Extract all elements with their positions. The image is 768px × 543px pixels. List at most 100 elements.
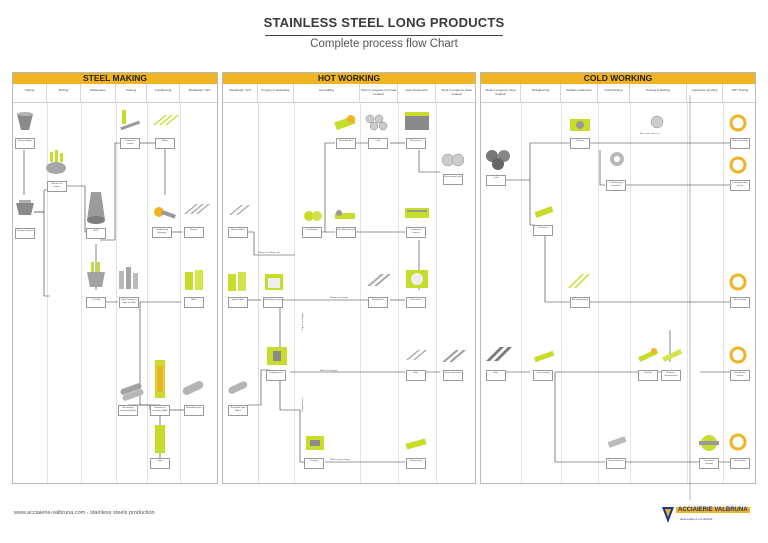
process-box: Coils — [486, 175, 506, 186]
process-box: Pickling — [570, 138, 590, 149]
ndt-ground-icon — [729, 346, 747, 364]
process-box: Forged bars — [368, 297, 388, 308]
footer-url: www.acciaierie-valbruna.com - stainless … — [14, 510, 155, 516]
column-header: Metallurgic Yard — [180, 84, 219, 103]
process-box: Wire rod testing — [730, 138, 750, 149]
process-box: Billets — [155, 138, 175, 149]
forging-icon — [306, 436, 324, 450]
process-box: Hammering — [406, 458, 426, 469]
hot-rolling-icon — [304, 211, 322, 221]
note-label: Blooms for forging — [330, 297, 348, 299]
rolling-mill-icon — [334, 115, 356, 131]
column-header: Charge — [13, 84, 47, 103]
process-box: Billets — [184, 297, 204, 308]
note-label: Wire coils - Bars cut — [640, 133, 660, 135]
ingot-icon — [155, 425, 165, 453]
process-box: Conditioning (grinding) — [152, 227, 172, 238]
process-box: Charge & bucket — [15, 228, 35, 239]
charge-bucket-icon — [16, 200, 34, 215]
column-header: Casting — [116, 84, 147, 103]
process-box: Bars — [486, 370, 506, 381]
process-box: Scrap & alloys — [15, 138, 35, 149]
process-box: Cut to length — [533, 370, 553, 381]
section-steel-making: STEEL MAKING Charge Melting Elaboration … — [12, 72, 219, 484]
process-box: Remelted ingots — [184, 405, 204, 416]
billets-icon — [153, 115, 179, 125]
lf-ladle-icon — [87, 262, 105, 287]
logo-text: ACCIAIERIE VALBRUNA — [676, 507, 750, 513]
remelted-ingot-in-icon — [228, 381, 248, 394]
heat-treated-coils-icon — [441, 153, 465, 167]
ndt-bars-icon — [729, 273, 747, 291]
coils-in-icon — [486, 150, 510, 170]
process-box: Skin-pass — [533, 225, 553, 236]
blooms-in-icon — [229, 205, 250, 215]
process-box: Ground bars testing — [730, 370, 750, 381]
process-box: Cold drawn bars testing — [730, 180, 750, 191]
skin-pass-icon — [534, 206, 554, 218]
process-box: Hot rolled bars — [336, 138, 356, 149]
process-box: Ingots Billets — [228, 297, 248, 308]
scrap-icon — [17, 112, 33, 130]
column-header: Work in progress (heat treated) — [436, 84, 477, 103]
process-box: Centerless grinding — [699, 458, 719, 469]
ingot-casting-icon — [119, 267, 138, 289]
wire-coil-icon — [650, 115, 664, 129]
ndt-drawn-icon — [729, 156, 747, 174]
coils-icon — [365, 114, 388, 131]
process-box: Bars testing — [730, 297, 750, 308]
process-box: Electroslag remelting (ESR) — [118, 405, 138, 416]
column-header: Work in progress (heat treated) — [481, 84, 521, 103]
process-box: Continuous furnace — [406, 227, 426, 238]
section-cold-working: COLD WORKING Work in progress (heat trea… — [480, 72, 757, 484]
ingot-mould-icon — [185, 270, 203, 290]
note-label: Blooms for rolling mills — [258, 252, 280, 254]
note-label: Billets forged shapes — [330, 459, 351, 461]
coil-furnace-icon — [406, 270, 428, 288]
ndt-coil-icon — [729, 114, 747, 132]
process-box: Ingot — [150, 458, 170, 469]
process-box: Remelted ingot Billets — [228, 405, 248, 416]
column-header: Cold Drawing — [598, 84, 630, 103]
forged-bars-icon — [367, 274, 391, 286]
process-box: Electric arc furnace — [47, 181, 67, 192]
process-box: Cold drawing (wire/bar) — [606, 180, 626, 191]
process-box: Ground bars — [730, 458, 750, 469]
process-box: Heat treated bars — [443, 370, 463, 381]
column-header: Conditioning — [147, 84, 180, 103]
continuous-furnace-icon — [405, 208, 429, 218]
column-header: Surface treatments — [561, 84, 598, 103]
process-box: Blooms — [184, 227, 204, 238]
process-box: AOD — [86, 228, 106, 239]
process-box: Forging press — [266, 370, 286, 381]
blooms-icon — [184, 204, 210, 214]
process-box: Coil furnace — [406, 297, 426, 308]
logo-tagline: steel quality is our lifestyle — [680, 517, 713, 521]
forging-press-icon — [267, 347, 287, 365]
process-box: Peeling — [638, 370, 658, 381]
cut-length-icon — [533, 350, 555, 363]
ingots-in-icon — [228, 272, 246, 291]
bar-straightening-icon — [568, 274, 590, 288]
reheating-furnace-icon — [265, 274, 283, 290]
section-header: COLD WORKING — [481, 73, 755, 84]
process-box: Blooms Billets — [228, 227, 248, 238]
conditioning-icon — [154, 207, 176, 219]
title-divider — [265, 35, 503, 36]
column-header: Centerless grinding — [687, 84, 723, 103]
process-box: Ingot Casting (in ingot moulds) — [119, 297, 139, 308]
column-header: Melting — [47, 84, 81, 103]
bar-furnace-icon — [405, 112, 429, 130]
centerless-grinding-icon — [699, 435, 719, 451]
column-header: Work in progress (not heat treated) — [360, 84, 398, 103]
column-header: Peeling & Reeling — [630, 84, 687, 103]
column-header: Forging or Reheating — [258, 84, 294, 103]
ndt-final-icon — [729, 433, 747, 451]
pickling-icon — [570, 119, 590, 131]
process-box: Vacuum arc remelting (VAR) — [150, 405, 170, 416]
valbruna-logo-icon — [662, 507, 674, 523]
process-box: Hot rolled wire rod — [336, 227, 356, 238]
process-box: Forging — [304, 458, 324, 469]
aod-converter-icon — [87, 192, 105, 224]
electric-arc-furnace-icon — [46, 150, 66, 174]
